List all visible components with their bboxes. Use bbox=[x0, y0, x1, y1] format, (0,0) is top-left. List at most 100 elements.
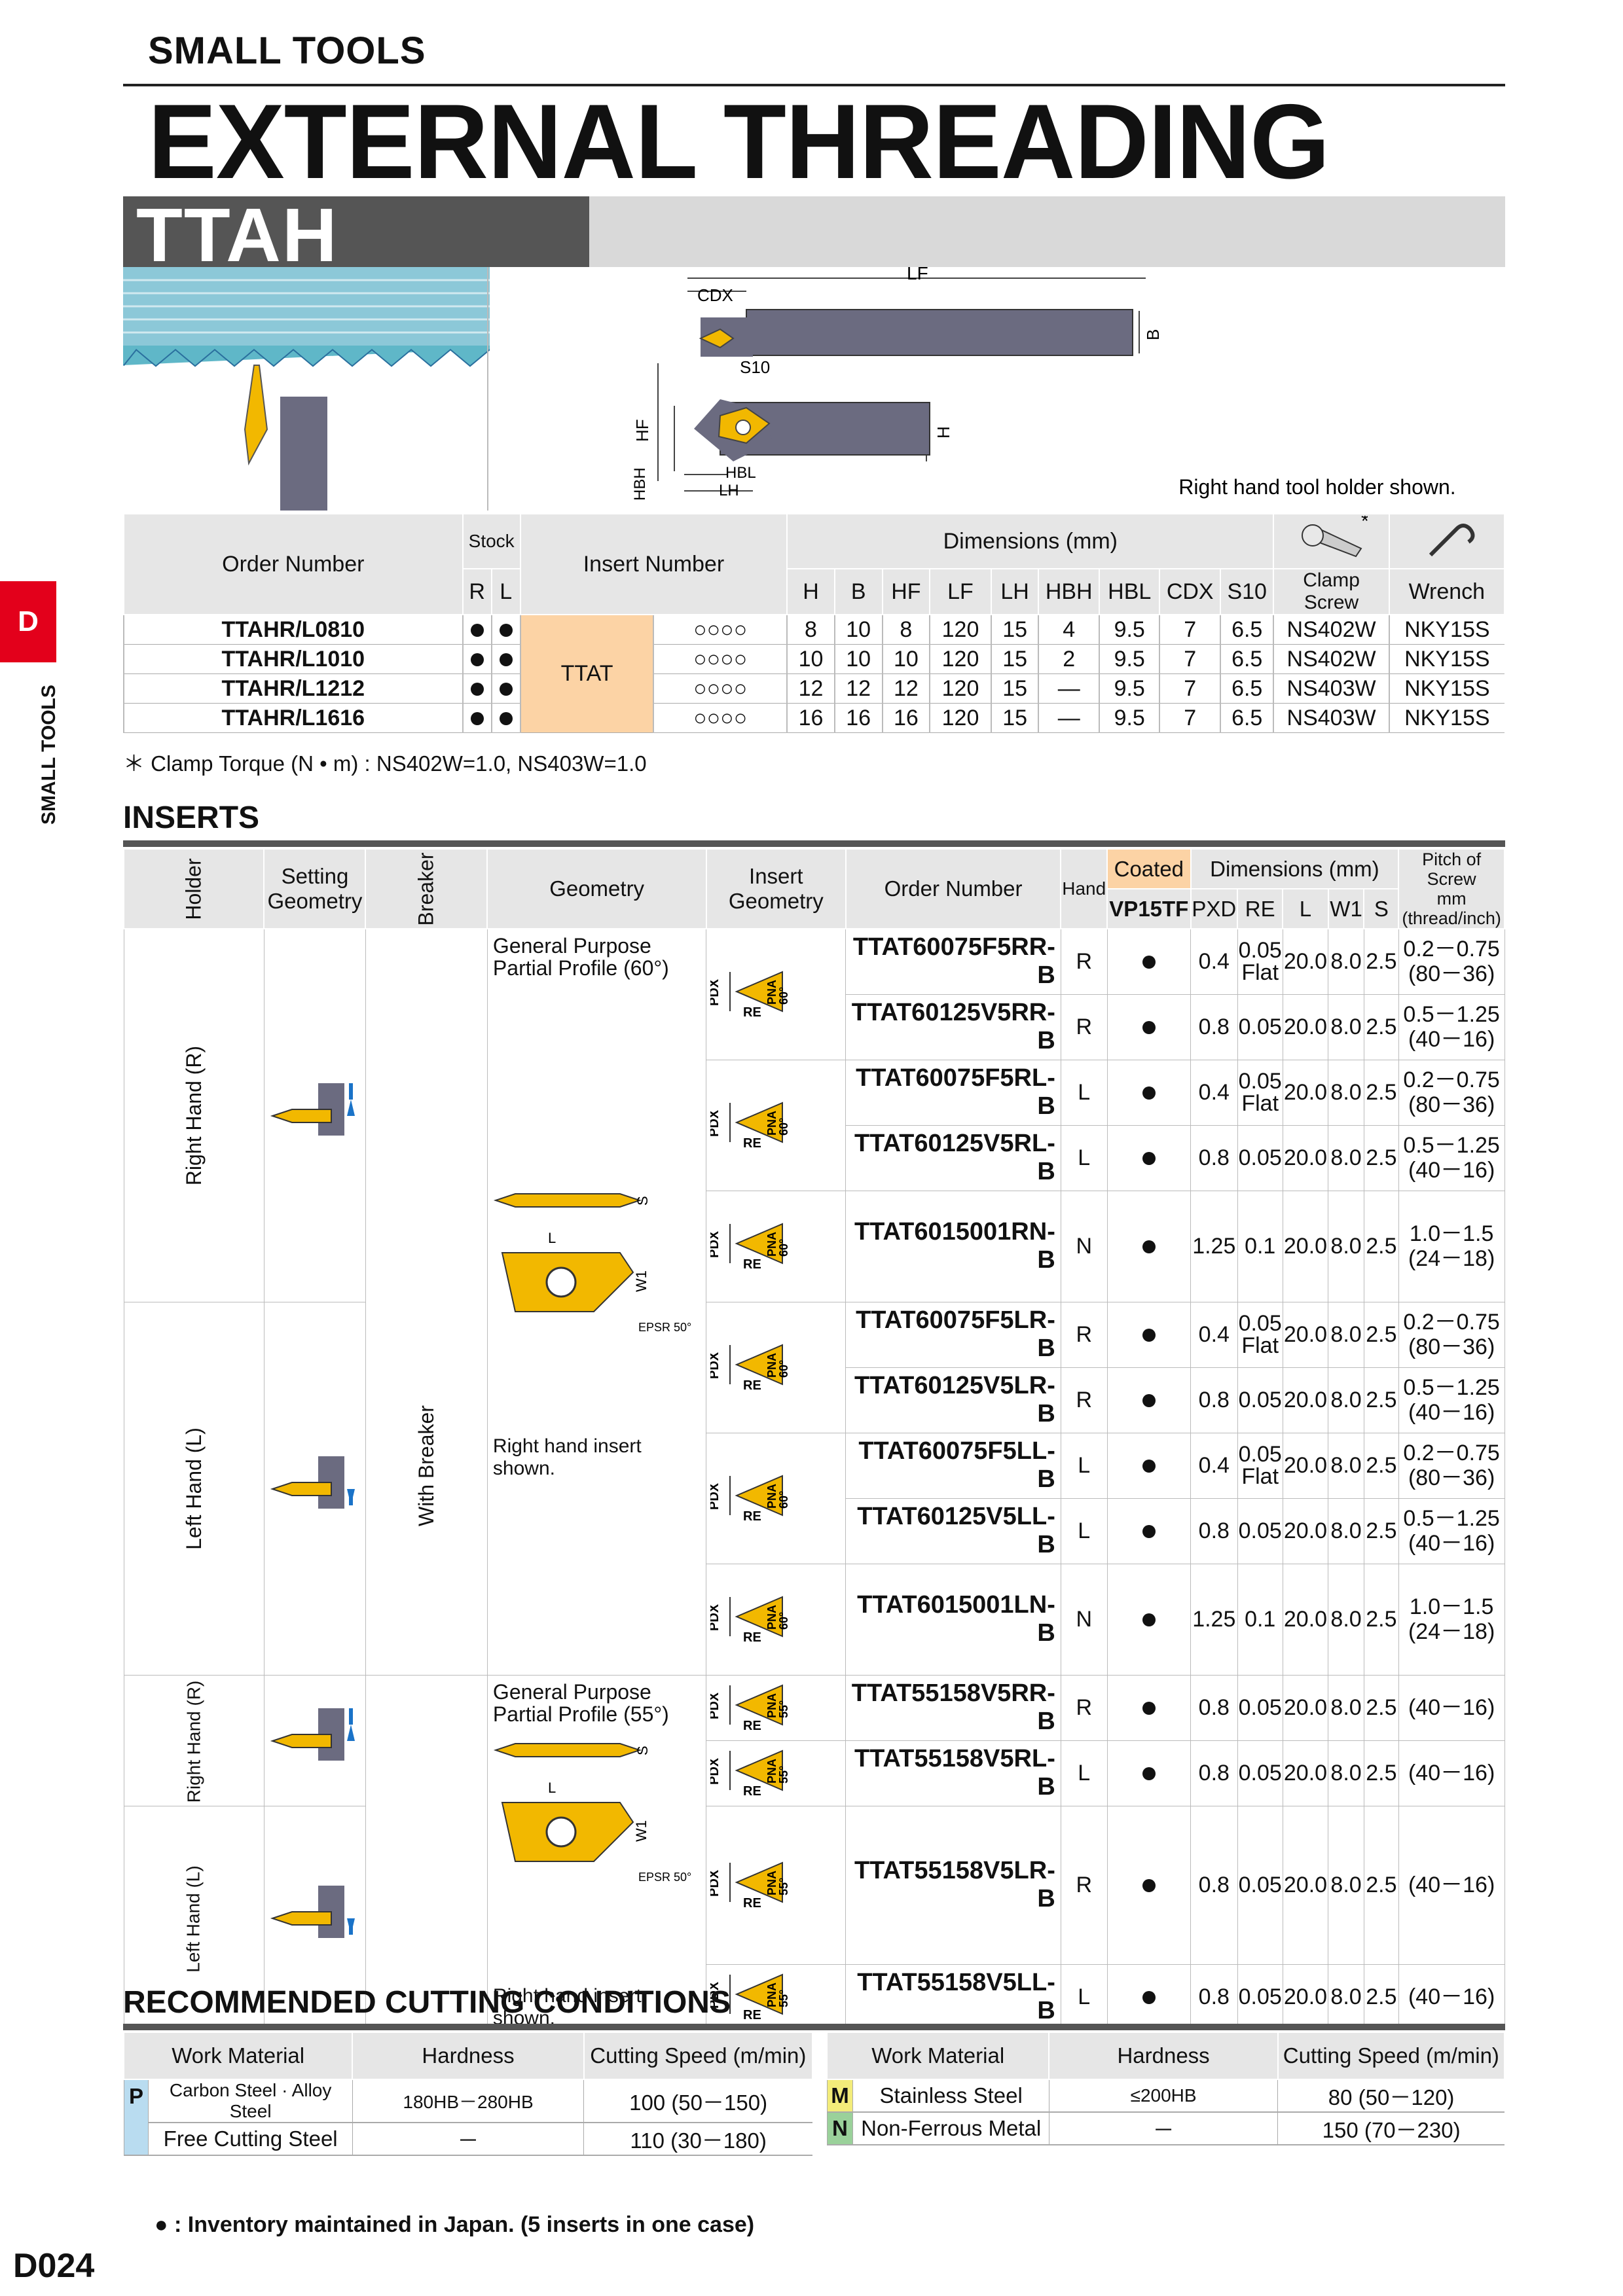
svg-text:RE: RE bbox=[743, 1257, 761, 1270]
col-re: RE bbox=[1237, 888, 1284, 929]
dim-s10-value: 6.5 bbox=[1219, 644, 1274, 674]
section-tab[interactable]: D bbox=[0, 581, 56, 662]
insert-geometry-cell: PDX RE PNA 55° bbox=[706, 1964, 847, 2030]
insert-geometry-icon: PDX RE PNA 60° bbox=[707, 1474, 790, 1524]
order-number[interactable]: TTAT55158V5RR-B bbox=[845, 1674, 1061, 1741]
order-number[interactable]: TTAT6015001RN-B bbox=[845, 1190, 1061, 1302]
svg-text:PDX: PDX bbox=[710, 1692, 721, 1719]
svg-text:PDX: PDX bbox=[710, 1981, 721, 2009]
col-l: L bbox=[1282, 888, 1329, 929]
col-hf: HF bbox=[881, 568, 931, 615]
l-value: 20.0 bbox=[1282, 1805, 1329, 1965]
order-number[interactable]: TTAT55158V5RL-B bbox=[845, 1740, 1061, 1806]
hand: L bbox=[1060, 1740, 1108, 1806]
s-value: 2.5 bbox=[1363, 1805, 1399, 1965]
insert-geometry-cell: PDX RE PNA 60° bbox=[706, 1059, 847, 1191]
series-name: TTAH bbox=[136, 192, 338, 278]
w1-value: 8.0 bbox=[1328, 994, 1364, 1060]
clamp-screw-icon: * bbox=[1273, 511, 1390, 569]
insert-geometry-icon: PDX RE PNA 60° bbox=[707, 1222, 790, 1272]
inventory-note: ● : Inventory maintained in Japan. (5 in… bbox=[155, 2212, 755, 2237]
dim-hf-value: 16 bbox=[881, 703, 930, 733]
order-number[interactable]: TTAHR/L1010 bbox=[123, 644, 463, 674]
svg-text:55°: 55° bbox=[777, 1989, 790, 2007]
hand: R bbox=[1060, 1805, 1108, 1965]
order-number[interactable]: TTAHR/L1212 bbox=[123, 673, 463, 704]
insert-suffix: ○○○○ bbox=[653, 673, 788, 704]
svg-text:60°: 60° bbox=[777, 1238, 790, 1256]
pitch-value: 0.2－0.75(80－36) bbox=[1398, 928, 1505, 995]
l-value: 20.0 bbox=[1282, 1563, 1329, 1676]
table-row: Right Hand (R)With Breaker General Purpo… bbox=[123, 928, 1505, 1676]
col-hbl: HBL bbox=[1098, 568, 1161, 615]
pxd-value: 0.8 bbox=[1190, 1805, 1238, 1965]
dim-h-value: 10 bbox=[786, 644, 835, 674]
s-value: 2.5 bbox=[1363, 1059, 1399, 1126]
order-number[interactable]: TTAT55158V5LL-B bbox=[845, 1964, 1061, 2030]
order-number[interactable]: TTAHR/L1616 bbox=[123, 703, 463, 733]
dim-hf-value: 8 bbox=[881, 615, 930, 645]
setting-geometry bbox=[263, 1301, 366, 1676]
table-row: M Stainless Steel ≤200HB 80 (50－120) bbox=[826, 2079, 1504, 2113]
clamp-screw-value: NS402W bbox=[1273, 644, 1389, 674]
stock-dot bbox=[1106, 928, 1192, 995]
w1-value: 8.0 bbox=[1328, 1498, 1364, 1564]
svg-text:PDX: PDX bbox=[710, 978, 721, 1006]
insert-geometry-cell: PDX RE PNA 60° bbox=[706, 1301, 847, 1433]
dim-hbh-value: 2 bbox=[1038, 644, 1099, 674]
svg-text:PDX: PDX bbox=[710, 1109, 721, 1137]
order-number[interactable]: TTAT60125V5RR-B bbox=[845, 994, 1061, 1060]
dim-hbl-value: 9.5 bbox=[1098, 673, 1160, 704]
hardness: 180HB－280HB bbox=[352, 2079, 584, 2123]
dim-b-value: 10 bbox=[833, 615, 883, 645]
order-number[interactable]: TTAT60125V5RL-B bbox=[845, 1124, 1061, 1191]
series-dark-block bbox=[123, 196, 589, 267]
order-number[interactable]: TTAT6015001LN-B bbox=[845, 1563, 1061, 1676]
order-number[interactable]: TTAT60125V5LL-B bbox=[845, 1498, 1061, 1564]
pitch-value: (40－16) bbox=[1398, 1740, 1505, 1806]
order-number[interactable]: TTAT55158V5LR-B bbox=[845, 1805, 1061, 1965]
order-number[interactable]: TTAT60075F5RR-B bbox=[845, 928, 1061, 995]
order-number[interactable]: TTAT60075F5LL-B bbox=[845, 1432, 1061, 1499]
w1-value: 8.0 bbox=[1328, 1367, 1364, 1433]
col-s10: S10 bbox=[1219, 568, 1275, 615]
re-value: 0.05 bbox=[1237, 1124, 1283, 1191]
svg-text:L: L bbox=[548, 1780, 556, 1796]
holder-group-lh: Left Hand (L) bbox=[123, 1805, 264, 2030]
w1-value: 8.0 bbox=[1328, 1740, 1364, 1806]
pitch-value: 0.2－0.75(80－36) bbox=[1398, 1301, 1505, 1368]
svg-text:S: S bbox=[634, 1196, 651, 1206]
s-value: 2.5 bbox=[1363, 1674, 1399, 1741]
work-material: Carbon Steel · Alloy Steel bbox=[148, 2079, 353, 2123]
dim-hbh: HBH bbox=[631, 467, 649, 501]
dim-hbh-value: 4 bbox=[1038, 615, 1099, 645]
col-cutting-speed: Cutting Speed (m/min) bbox=[1277, 2032, 1506, 2080]
holder-dimension-diagram: LF CDX B S10 HF H HBH HBL LH Right hand … bbox=[631, 265, 1456, 501]
insert-geometry-icon: PDX RE PNA 55° bbox=[707, 1973, 790, 2022]
order-number[interactable]: TTAT60075F5RL-B bbox=[845, 1059, 1061, 1126]
hand: L bbox=[1060, 1964, 1108, 2030]
dim-lh-value: 15 bbox=[990, 673, 1039, 704]
s-value: 2.5 bbox=[1363, 1563, 1399, 1676]
col-b: B bbox=[833, 568, 883, 615]
s-value: 2.5 bbox=[1363, 1367, 1399, 1433]
order-number[interactable]: TTAT60075F5LR-B bbox=[845, 1301, 1061, 1368]
order-number[interactable]: TTAHR/L0810 bbox=[123, 615, 463, 645]
order-number[interactable]: TTAT60125V5LR-B bbox=[845, 1367, 1061, 1433]
iso-code-m: M bbox=[826, 2079, 853, 2113]
svg-text:RE: RE bbox=[743, 1896, 761, 1909]
stock-dot bbox=[1106, 1367, 1192, 1433]
cutting-speed: 110 (30－180) bbox=[583, 2123, 812, 2156]
stock-dot bbox=[1106, 1964, 1192, 2030]
col-hand: Hand bbox=[1060, 848, 1108, 929]
dim-lf-value: 120 bbox=[929, 703, 991, 733]
pxd-value: 0.8 bbox=[1190, 1124, 1238, 1191]
stock-dot bbox=[490, 703, 520, 733]
iso-code-p: P bbox=[123, 2079, 149, 2156]
col-insert-number: Insert Number bbox=[519, 513, 788, 615]
insert-geometry-icon: PDX RE PNA 55° bbox=[707, 1683, 790, 1733]
w1-value: 8.0 bbox=[1328, 1190, 1364, 1302]
